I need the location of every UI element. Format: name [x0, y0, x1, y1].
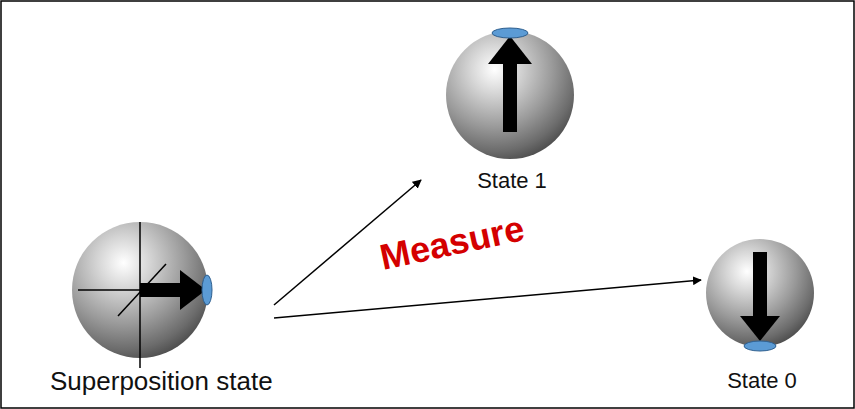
sphere-node: State 0: [690, 230, 834, 402]
state-label: State 0: [690, 368, 834, 394]
bloch-sphere: [705, 238, 815, 348]
measure-arrow: [274, 280, 701, 318]
bloch-sphere: [445, 30, 575, 160]
bloch-sphere: [70, 220, 210, 360]
sphere-node: Superposition state: [40, 218, 340, 403]
state-label: State 1: [440, 168, 584, 194]
sphere-node: State 1: [440, 26, 584, 201]
state-label: Superposition state: [50, 366, 273, 397]
measure-label: Measure: [376, 208, 528, 279]
